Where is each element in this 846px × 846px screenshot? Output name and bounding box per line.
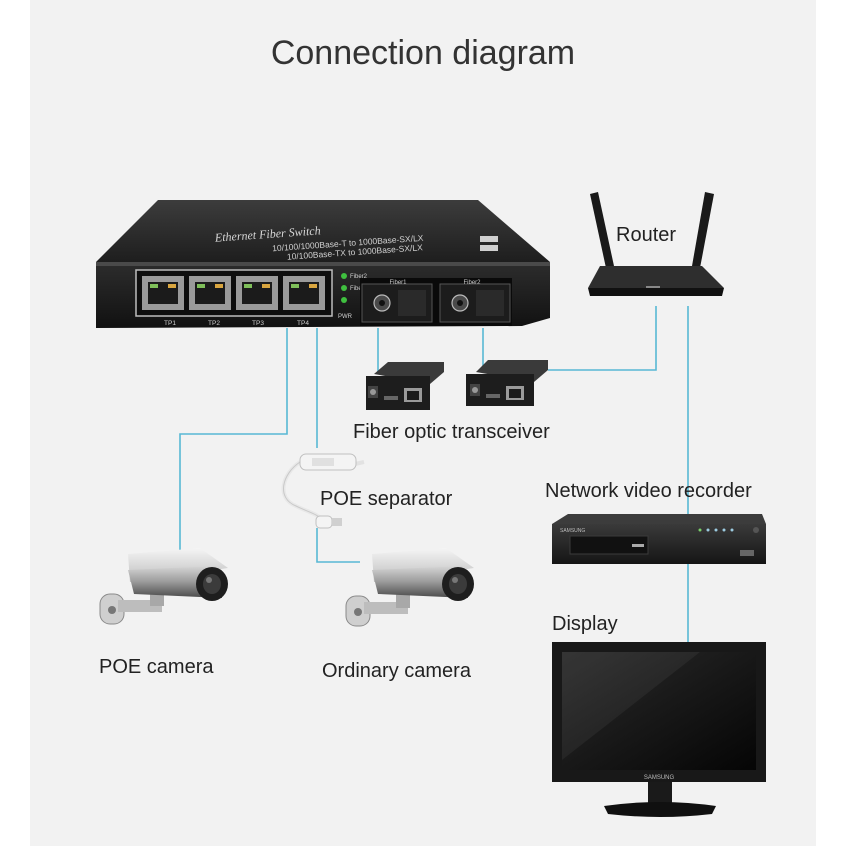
port-label-tp2: TP2 (208, 320, 220, 327)
label-display: Display (552, 613, 618, 635)
switch-top (96, 200, 550, 262)
switch-status-leds: Fiber2 Fiber1 PWR (338, 273, 368, 320)
fiber-port-label-2: Fiber2 (463, 280, 481, 286)
led-label-fiber2: Fiber2 (350, 274, 368, 280)
line-transceiver-to-router (548, 306, 657, 371)
line-switch-to-poe-camera (179, 328, 288, 556)
router-body-front (588, 288, 724, 296)
connection-lines (179, 306, 689, 642)
network-video-recorder: SAMSUNG (552, 514, 766, 564)
router-body-top (588, 266, 724, 288)
router-antenna-left (590, 192, 614, 268)
ordinary-camera (345, 548, 474, 627)
switch-fiber-ports: Fiber1 Fiber2 (360, 278, 512, 326)
label-fiber-optic-transceiver: Fiber optic transceiver (353, 421, 550, 443)
port-label-tp3: TP3 (252, 320, 264, 327)
label-poe-camera: POE camera (99, 656, 214, 678)
fiber-transceiver-2 (466, 360, 548, 406)
rj45-port-3 (236, 276, 278, 310)
switch-rj45-ports: TP1 TP2 TP3 TP4 (135, 269, 333, 327)
router (588, 192, 724, 296)
poe-separator (281, 453, 365, 529)
diagram-title: Connection diagram (270, 34, 576, 72)
rj45-port-2 (189, 276, 231, 310)
ethernet-fiber-switch: Ethernet Fiber Switch 10/100/1000Base-T … (96, 200, 550, 328)
monitor-brand-text: SAMSUNG (644, 775, 675, 781)
nvr-brand-text: SAMSUNG (560, 528, 585, 534)
poe-camera (99, 548, 228, 625)
fiber-transceiver-1 (366, 362, 444, 410)
display-monitor: SAMSUNG (552, 642, 766, 817)
router-antenna-right (692, 192, 714, 268)
fiber-port-label-1: Fiber1 (389, 280, 407, 286)
monitor-stand (604, 802, 716, 817)
led-pwr (341, 297, 347, 303)
label-ordinary-camera: Ordinary camera (322, 660, 471, 682)
line-separator-to-ordinary-camera (316, 528, 360, 563)
monitor-screen (562, 652, 756, 770)
port-label-tp1: TP1 (164, 320, 176, 327)
fiber-port-2 (439, 283, 511, 323)
label-router: Router (616, 224, 677, 246)
led-label-fiber1: Fiber1 (350, 286, 368, 292)
led-fiber1 (341, 285, 347, 291)
label-network-video-recorder: Network video recorder (545, 480, 752, 502)
rj45-port-1 (142, 276, 184, 310)
led-fiber2 (341, 273, 347, 279)
rj45-port-4 (283, 276, 325, 310)
fiber-port-1 (361, 283, 433, 323)
label-poe-separator: POE separator (320, 488, 453, 510)
port-label-tp4: TP4 (297, 320, 309, 327)
led-label-pwr: PWR (338, 314, 353, 320)
